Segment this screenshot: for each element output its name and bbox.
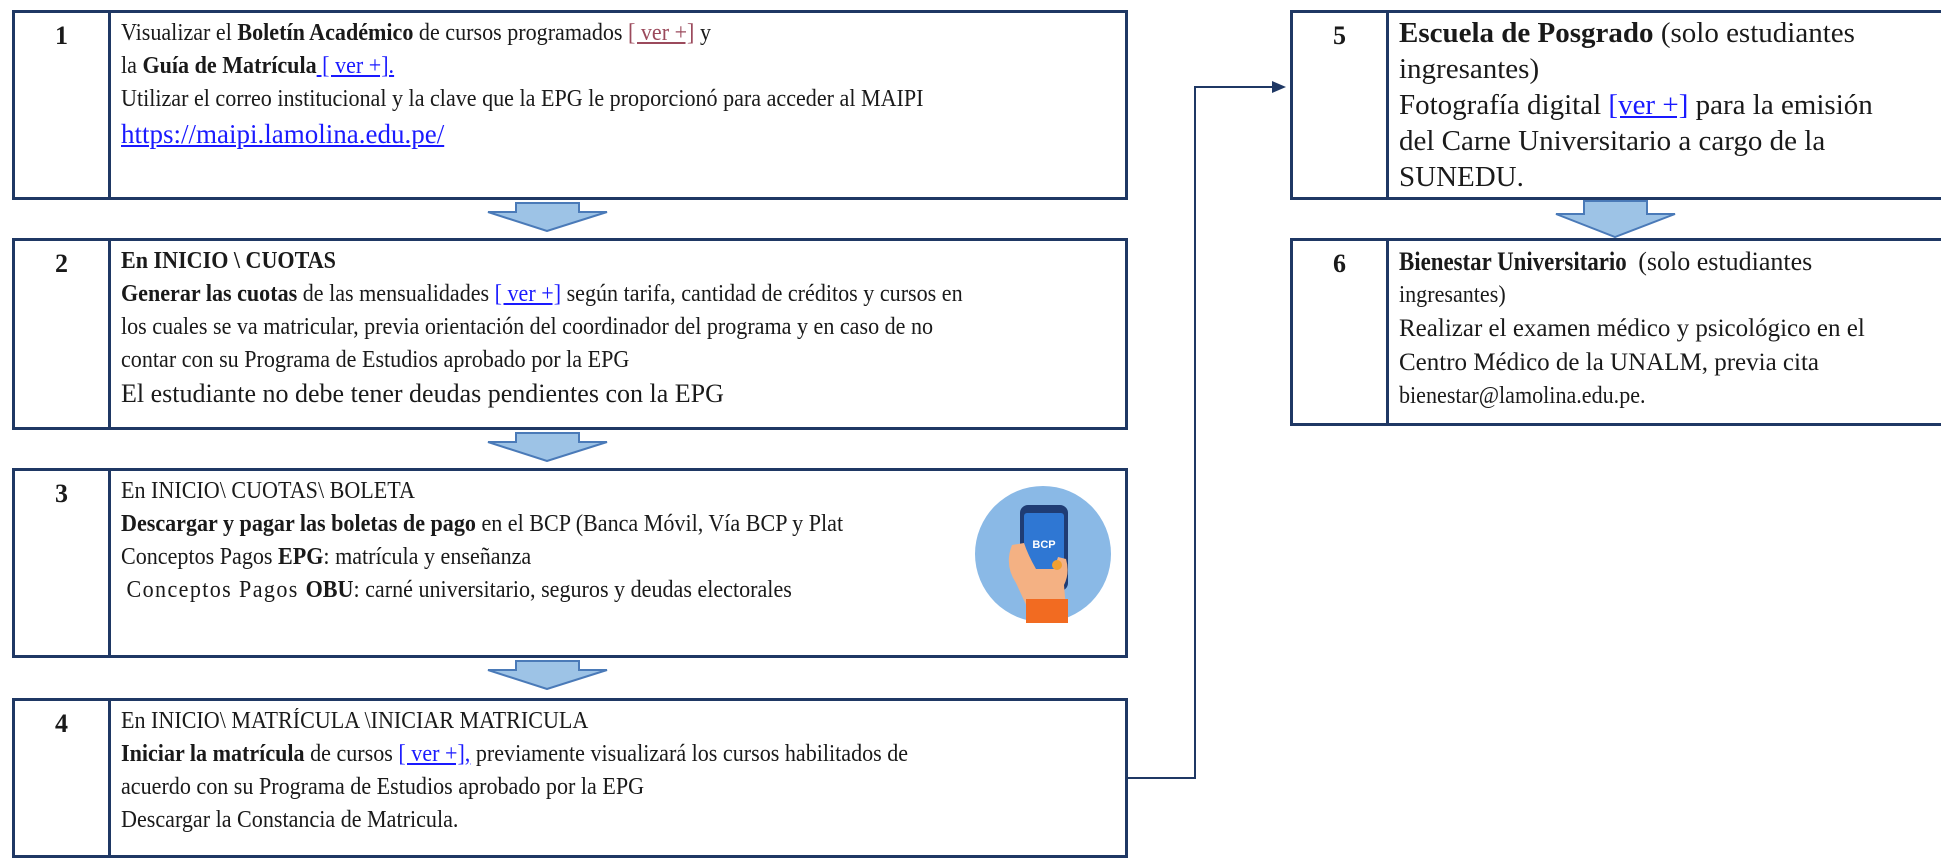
step-4-line-4: Descargar la Constancia de Matricula.	[121, 807, 459, 833]
step-number: 2	[15, 241, 111, 427]
step-2-content: En INICIO \ CUOTAS Generar las cuotas de…	[121, 241, 1125, 427]
step-number: 5	[1293, 13, 1389, 197]
step-6-line-2: ingresantes)	[1399, 282, 1506, 308]
down-arrow-icon	[1555, 200, 1676, 238]
matricula-ver-mas-link[interactable]: [ ver +],	[398, 741, 471, 767]
step-number: 1	[15, 13, 111, 197]
step-6-content: Bienestar Universitario (solo estudiante…	[1399, 241, 1941, 423]
cuotas-ver-mas-link[interactable]: [ ver +]	[494, 281, 562, 307]
step-2-line-1: En INICIO \ CUOTAS	[121, 248, 336, 274]
step-number: 3	[15, 471, 111, 655]
step-2-line-3: los cuales se va matricular, previa orie…	[121, 314, 934, 340]
step-number: 6	[1293, 241, 1389, 423]
step-5-line-2: ingresantes)	[1399, 53, 1540, 85]
step-1-line-3: Utilizar el correo institucional y la cl…	[121, 86, 924, 112]
foto-ver-mas-link[interactable]: [ver +]	[1608, 89, 1689, 121]
step-number: 4	[15, 701, 111, 855]
step-5-box: 5 Escuela de Posgrado (solo estudiantes …	[1290, 10, 1941, 200]
step-4-line-2: Iniciar la matrícula de cursos [ ver +],…	[121, 741, 909, 767]
step-2-line-4: contar con su Programa de Estudios aprob…	[121, 347, 630, 373]
down-arrow-icon	[487, 432, 608, 462]
step-5-content: Escuela de Posgrado (solo estudiantes in…	[1399, 13, 1941, 197]
boletin-ver-mas-link[interactable]: [ ver +]	[628, 20, 695, 46]
step-4-content: En INICIO\ MATRÍCULA \INICIAR MATRICULA …	[121, 701, 1125, 855]
step-1-box: 1 Visualizar el Boletín Académico de cur…	[12, 10, 1128, 200]
down-arrow-icon	[487, 660, 608, 690]
step-3-content: En INICIO\ CUOTAS\ BOLETA Descargar y pa…	[121, 471, 989, 655]
svg-text:BCP: BCP	[1032, 539, 1055, 551]
step-6-line-3: Realizar el examen médico y psicológico …	[1399, 315, 1865, 342]
step-5-line-1: Escuela de Posgrado (solo estudiantes	[1399, 17, 1855, 49]
step-3-line-2: Descargar y pagar las boletas de pago en…	[121, 511, 844, 537]
step-3-line-4: Conceptos Pagos OBU: carné universitario…	[126, 577, 792, 603]
step-4-line-3: acuerdo con su Programa de Estudios apro…	[121, 774, 645, 800]
step-6-line-5: bienestar@lamolina.edu.pe.	[1399, 383, 1646, 409]
step-3-line-1: En INICIO\ CUOTAS\ BOLETA	[121, 478, 415, 504]
step-6-line-4: Centro Médico de la UNALM, previa cita	[1399, 349, 1820, 376]
step-1-line-1: Visualizar el Boletín Académico de curso…	[121, 20, 711, 46]
step-2-box: 2 En INICIO \ CUOTAS Generar las cuotas …	[12, 238, 1128, 430]
step-3-line-3: Conceptos Pagos EPG: matrícula y enseñan…	[121, 544, 532, 570]
maipi-link[interactable]: https://maipi.lamolina.edu.pe/	[121, 119, 445, 149]
step-5-line-4: del Carne Universitario a cargo de la	[1399, 125, 1826, 157]
connector-arrow	[1128, 81, 1286, 779]
step-6-line-1: Bienestar Universitario (solo estudiante…	[1399, 247, 1813, 276]
step-6-box: 6 Bienestar Universitario (solo estudian…	[1290, 238, 1941, 426]
step-4-line-1: En INICIO\ MATRÍCULA \INICIAR MATRICULA	[121, 708, 589, 734]
step-4-box: 4 En INICIO\ MATRÍCULA \INICIAR MATRICUL…	[12, 698, 1128, 858]
guia-ver-mas-link[interactable]: [ ver +].	[316, 53, 395, 79]
bcp-phone-icon: BCP	[975, 486, 1111, 623]
step-2-line-2: Generar las cuotas de las mensualidades …	[121, 281, 963, 307]
step-3-box: 3 En INICIO\ CUOTAS\ BOLETA Descargar y …	[12, 468, 1128, 658]
step-5-line-5: SUNEDU.	[1399, 161, 1524, 193]
step-5-line-3: Fotografía digital [ver +] para la emisi…	[1399, 89, 1873, 121]
step-2-line-5: El estudiante no debe tener deudas pendi…	[121, 379, 724, 408]
down-arrow-icon	[487, 202, 608, 232]
step-1-line-2: la Guía de Matrícula [ ver +].	[121, 53, 395, 79]
step-1-content: Visualizar el Boletín Académico de curso…	[121, 13, 1125, 197]
